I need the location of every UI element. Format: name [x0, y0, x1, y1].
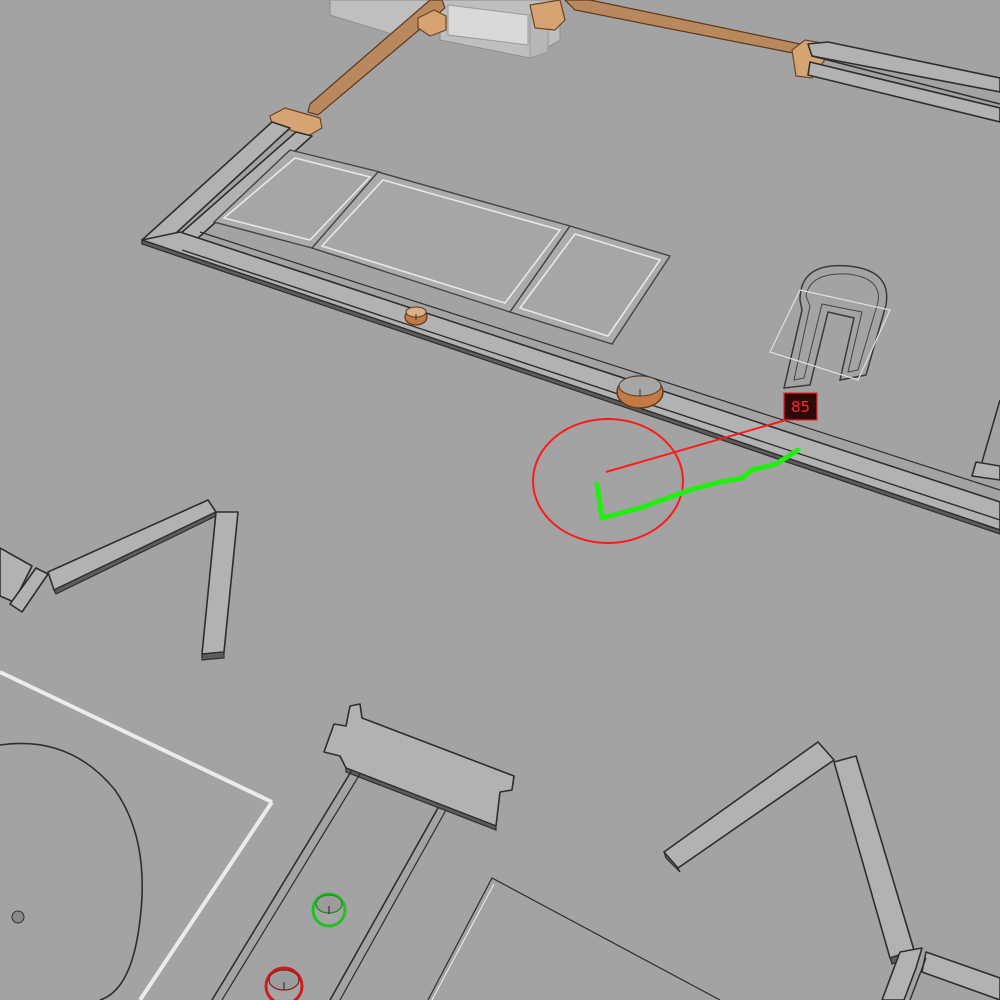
- floor-pad-2: [310, 171, 572, 313]
- wall-left-angled: [0, 499, 239, 661]
- planned-path: [594, 447, 801, 521]
- target-value-box: [783, 392, 818, 421]
- wall-top-right: [807, 41, 1000, 123]
- copper-cylinder-large[interactable]: [616, 375, 664, 409]
- t-shaped-fixture: [769, 264, 891, 389]
- wall-right-angled: [663, 741, 1000, 1000]
- target-leader-line: [605, 419, 787, 473]
- target-ring: [532, 418, 684, 544]
- copper-cylinder-small[interactable]: [404, 306, 428, 326]
- wall-right-edge: [971, 399, 1000, 481]
- green-cylinder[interactable]: [311, 892, 347, 928]
- circle-platform: [0, 670, 274, 1000]
- red-cylinder[interactable]: [264, 966, 304, 1000]
- target-value-label: 85: [791, 398, 810, 416]
- corridor-structure: [211, 703, 515, 1000]
- floor-pad-3: [508, 225, 672, 345]
- target-marker[interactable]: 85: [532, 392, 818, 544]
- floor-region-bottom: [427, 877, 721, 1000]
